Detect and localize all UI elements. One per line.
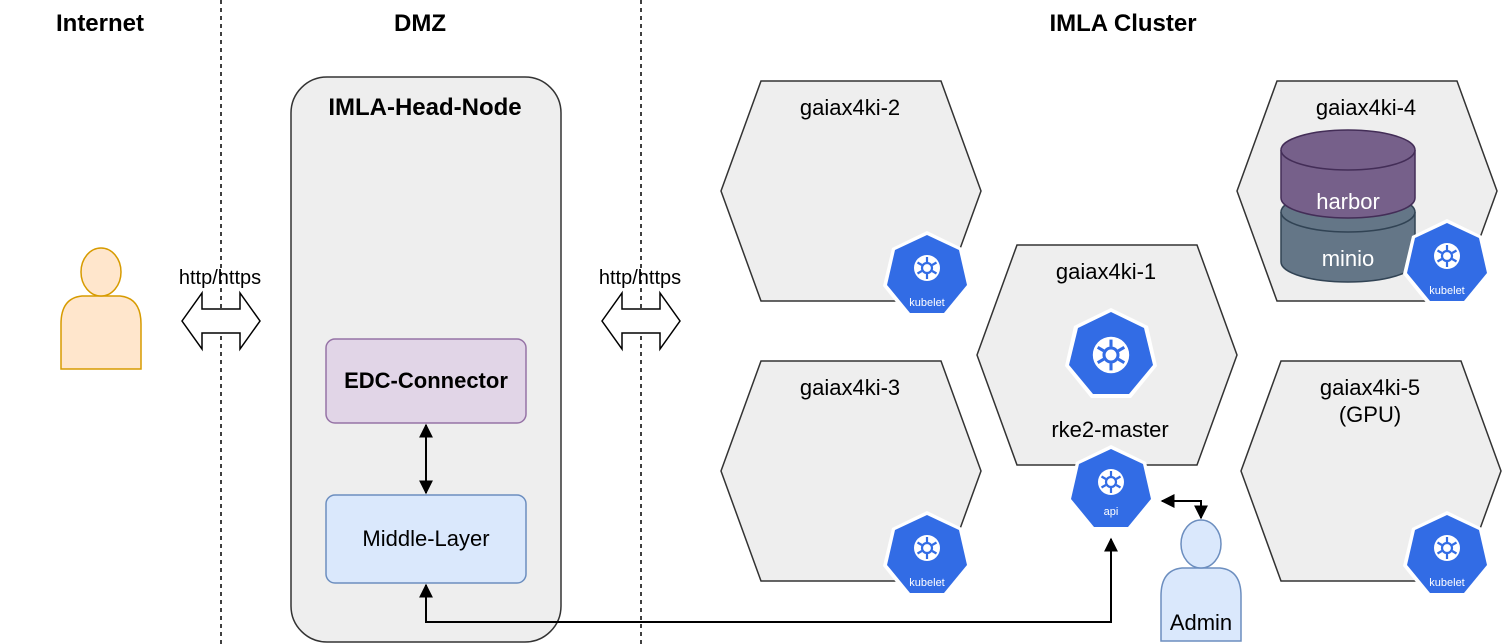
admin-user-icon (1160, 519, 1242, 642)
admin-label: Admin (1170, 610, 1232, 635)
zone-title-internet: Internet (56, 10, 144, 37)
node-gaiax4ki-1-role: rke2-master (1051, 417, 1168, 442)
internet-user-icon (60, 247, 142, 370)
kubelet-icon: kubelet (1403, 511, 1491, 597)
kubelet-icon: kubelet (883, 511, 971, 597)
zone-title-cluster: IMLA Cluster (1049, 10, 1196, 37)
admin-to-api-link (1160, 494, 1208, 520)
node-gaiax4ki-1-label: gaiax4ki-1 (1056, 259, 1156, 284)
middle-to-api-link (419, 537, 1118, 623)
edc-connector-box (325, 338, 527, 424)
minio-label: minio (1322, 246, 1375, 271)
node-gaiax4ki-4-label: gaiax4ki-4 (1316, 95, 1416, 120)
harbor-cylinder (1280, 129, 1416, 219)
zone-title-dmz: DMZ (394, 10, 446, 37)
kubelet-label: kubelet (909, 577, 944, 589)
k8s-api-icon: api (1067, 445, 1155, 531)
k8s-master-icon (1065, 308, 1157, 398)
protocol-label-left: http/https (179, 267, 261, 289)
node-gaiax4ki-5-label: gaiax4ki-5 (1320, 375, 1420, 400)
middle-layer-label: Middle-Layer (362, 526, 489, 551)
node-gaiax4ki-5-sublabel: (GPU) (1339, 402, 1401, 427)
api-label: api (1104, 506, 1119, 518)
protocol-label-right: http/https (599, 267, 681, 289)
kubelet-icon: kubelet (883, 231, 971, 317)
kubelet-label: kubelet (909, 297, 944, 309)
node-gaiax4ki-2-label: gaiax4ki-2 (800, 95, 900, 120)
kubelet-label: kubelet (1429, 285, 1464, 297)
edc-connector-label: EDC-Connector (344, 368, 508, 393)
node-gaiax4ki-3-label: gaiax4ki-3 (800, 375, 900, 400)
head-node-title: IMLA-Head-Node (328, 94, 521, 121)
double-arrow-left-icon (181, 290, 261, 352)
kubelet-label: kubelet (1429, 577, 1464, 589)
kubelet-icon: kubelet (1403, 219, 1491, 305)
double-arrow-right-icon (601, 290, 681, 352)
harbor-label: harbor (1316, 189, 1380, 214)
